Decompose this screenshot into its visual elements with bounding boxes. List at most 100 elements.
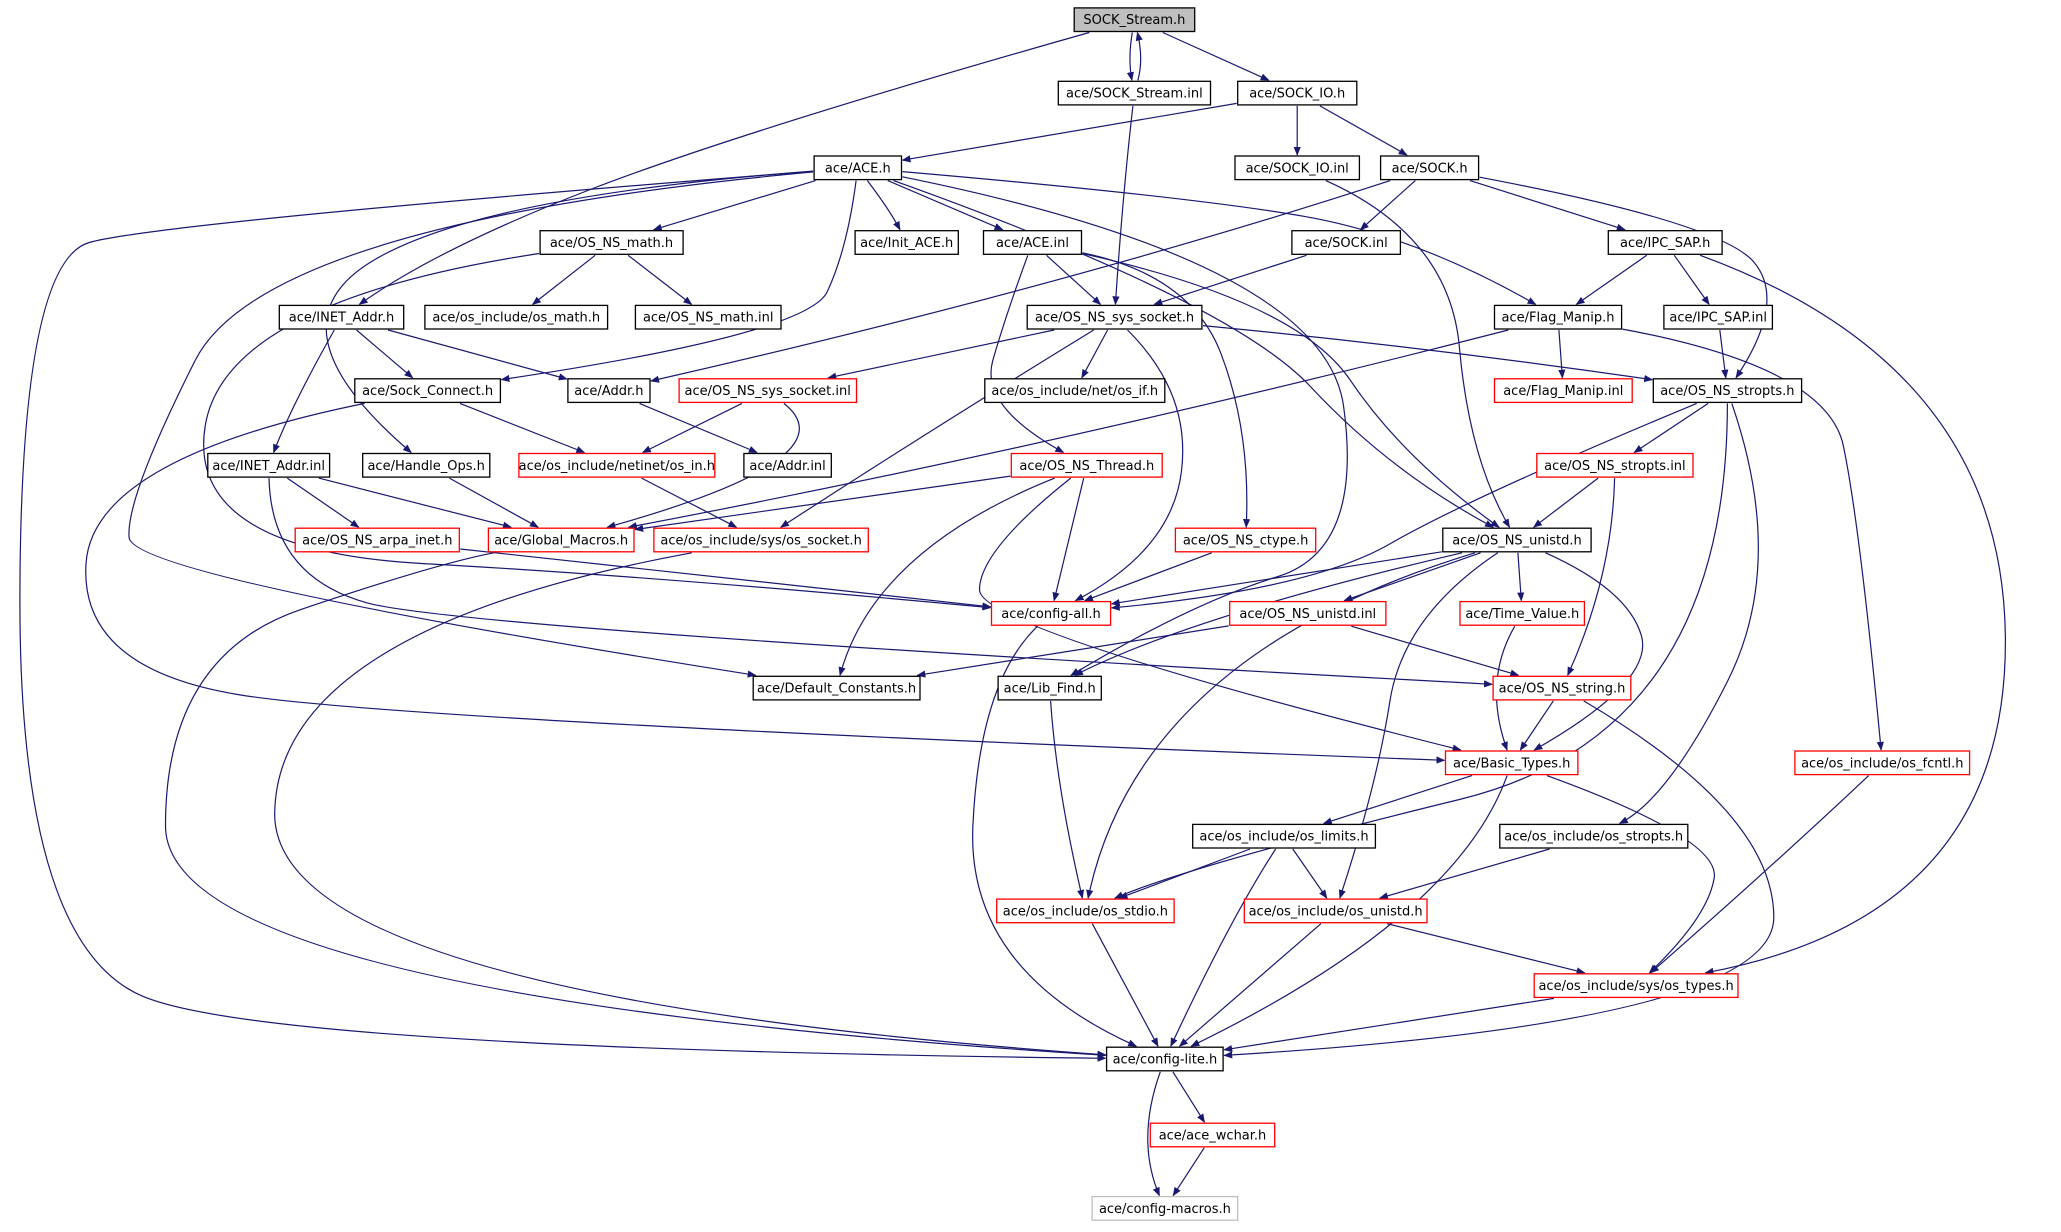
node-label: ace/Lib_Find.h <box>1004 682 1096 697</box>
node-ipc-sap-h[interactable]: ace/IPC_SAP.h <box>1607 230 1723 255</box>
node-label: ace/os_include/net/os_if.h <box>991 384 1158 399</box>
edge-os_ns_unistd_h-to-basic_types_h <box>1533 552 1644 751</box>
node-os-ns-arpa-inet-h[interactable]: ace/OS_NS_arpa_inet.h <box>294 527 460 553</box>
node-label: ace/Global_Macros.h <box>494 534 628 549</box>
edge-os_ns_math_h-to-os_ns_math_inl <box>627 254 693 305</box>
node-label: ace/os_include/os_math.h <box>432 311 600 326</box>
node-ace-wchar-h[interactable]: ace/ace_wchar.h <box>1149 1122 1276 1148</box>
node-init-ace-h[interactable]: ace/Init_ACE.h <box>854 230 959 255</box>
node-label: ace/OS_NS_unistd.h <box>1452 534 1582 549</box>
node-sock-io-h[interactable]: ace/SOCK_IO.h <box>1237 80 1358 106</box>
node-label: ace/SOCK_IO.inl <box>1246 161 1349 176</box>
node-global-macros-h[interactable]: ace/Global_Macros.h <box>487 527 635 553</box>
edge-os_ns_thread_h-to-default_constants_h <box>838 477 1055 677</box>
node-flag-manip-h[interactable]: ace/Flag_Manip.h <box>1493 304 1623 330</box>
edge-flag_manip_h-to-os_fcntl_h <box>1622 328 1884 751</box>
node-label: ace/IPC_SAP.inl <box>1669 311 1767 326</box>
node-label: ace/Addr.h <box>574 384 643 399</box>
node-os-ns-string-h[interactable]: ace/OS_NS_string.h <box>1492 675 1632 701</box>
node-box <box>1026 304 1203 330</box>
edge-os_ns_stropts_inl-to-os_ns_unistd_h <box>1532 477 1599 528</box>
node-basic-types-h[interactable]: ace/Basic_Types.h <box>1444 750 1579 776</box>
edge-os_ns_sys_socket_h-to-net_os_if_h <box>1081 329 1109 379</box>
node-config-all-h[interactable]: ace/config-all.h <box>990 600 1112 626</box>
edge-ace_h-to-config_lite_h <box>19 170 1107 1062</box>
node-ace-h[interactable]: ace/ACE.h <box>813 155 903 181</box>
node-label: ace/SOCK.inl <box>1305 236 1388 251</box>
node-label: ace/os_include/sys/os_types.h <box>1538 979 1733 994</box>
edge-sock_io_h-to-sock_h <box>1319 105 1408 156</box>
node-default-constants-h[interactable]: ace/Default_Constants.h <box>752 675 921 701</box>
node-sock-inl[interactable]: ace/SOCK.inl <box>1291 230 1402 255</box>
edge-inet_addr_h-to-sock_connect_h <box>356 329 414 379</box>
node-label: ace/os_include/os_limits.h <box>1199 830 1368 845</box>
edge-inet_addr_h-to-addr_h <box>387 329 568 381</box>
node-os-ns-stropts-h[interactable]: ace/OS_NS_stropts.h <box>1652 378 1803 404</box>
node-inet-addr-h[interactable]: ace/INET_Addr.h <box>278 304 405 330</box>
node-label: ace/Handle_Ops.h <box>367 459 484 474</box>
node-box <box>518 452 716 478</box>
node-os-fcntl-h[interactable]: ace/os_include/os_fcntl.h <box>1794 750 1971 776</box>
node-label: ace/os_include/os_unistd.h <box>1249 904 1423 919</box>
node-box <box>278 304 405 330</box>
node-config-lite-h[interactable]: ace/config-lite.h <box>1105 1046 1224 1072</box>
node-label: ace/Sock_Connect.h <box>362 384 493 399</box>
node-os-stdio-h[interactable]: ace/os_include/os_stdio.h <box>996 898 1175 924</box>
node-sock-stream-inl[interactable]: ace/SOCK_Stream.inl <box>1057 80 1212 106</box>
node-os-ns-sys-socket-inl[interactable]: ace/OS_NS_sys_socket.inl <box>678 378 858 404</box>
edge-os_ns_string_h-to-config_lite_h <box>1223 700 1775 1059</box>
node-addr-inl[interactable]: ace/Addr.inl <box>743 452 832 478</box>
edge-os_stropts_h-to-os_unistd_h <box>1378 848 1550 900</box>
node-os-stropts-h[interactable]: ace/os_include/os_stropts.h <box>1499 823 1689 849</box>
node-box <box>984 378 1166 404</box>
edge-os_ns_thread_h-to-global_macros_h <box>634 475 1011 532</box>
node-label: ace/os_include/os_fcntl.h <box>1801 756 1963 771</box>
node-netinet-os-in-h[interactable]: ace/os_include/netinet/os_in.h <box>518 452 716 478</box>
node-ipc-sap-inl[interactable]: ace/IPC_SAP.inl <box>1663 304 1774 330</box>
node-config-macros-h[interactable]: ace/config-macros.h <box>1091 1195 1239 1221</box>
node-os-unistd-h[interactable]: ace/os_include/os_unistd.h <box>1243 898 1428 924</box>
node-os-ns-ctype-h[interactable]: ace/OS_NS_ctype.h <box>1174 527 1317 553</box>
node-time-value-h[interactable]: ace/Time_Value.h <box>1459 600 1586 626</box>
node-box <box>634 304 782 330</box>
node-label: ace/Flag_Manip.h <box>1502 311 1615 326</box>
node-os-ns-sys-socket-h[interactable]: ace/OS_NS_sys_socket.h <box>1026 304 1203 330</box>
node-sock-stream-h[interactable]: SOCK_Stream.h <box>1073 7 1196 33</box>
node-inet-addr-inl[interactable]: ace/INET_Addr.inl <box>207 452 331 478</box>
edge-os_limits_h-to-os_unistd_h <box>1292 848 1328 899</box>
node-label: ace/IPC_SAP.h <box>1620 236 1710 251</box>
node-os-ns-unistd-h[interactable]: ace/OS_NS_unistd.h <box>1442 527 1592 553</box>
edge-os_stdio_h-to-config_lite_h <box>1091 923 1159 1047</box>
node-sys-os-socket-h[interactable]: ace/os_include/sys/os_socket.h <box>653 527 869 553</box>
node-box <box>1243 898 1428 924</box>
node-sys-os-types-h[interactable]: ace/os_include/sys/os_types.h <box>1533 973 1739 999</box>
edge-config_lite_h-to-config_macros_h <box>1147 1071 1161 1197</box>
node-os-ns-math-h[interactable]: ace/OS_NS_math.h <box>539 230 684 255</box>
node-os-ns-stropts-inl[interactable]: ace/OS_NS_stropts.inl <box>1536 452 1694 478</box>
node-flag-manip-inl[interactable]: ace/Flag_Manip.inl <box>1493 378 1633 404</box>
node-addr-h[interactable]: ace/Addr.h <box>567 378 651 404</box>
node-sock-h[interactable]: ace/SOCK.h <box>1379 155 1480 181</box>
edge-os_ns_unistd_h-to-os_stdio_h <box>1086 552 1476 899</box>
node-os-ns-math-inl[interactable]: ace/OS_NS_math.inl <box>634 304 782 330</box>
node-box <box>1442 527 1592 553</box>
node-label: ace/INET_Addr.h <box>289 311 394 326</box>
node-label: ace/OS_NS_sys_socket.inl <box>685 384 851 399</box>
node-os-ns-thread-h[interactable]: ace/OS_NS_Thread.h <box>1010 452 1163 478</box>
node-net-os-if-h[interactable]: ace/os_include/net/os_if.h <box>984 378 1166 404</box>
node-sock-connect-h[interactable]: ace/Sock_Connect.h <box>354 378 502 404</box>
node-ace-inl[interactable]: ace/ACE.inl <box>982 230 1083 255</box>
node-sock-io-inl[interactable]: ace/SOCK_IO.inl <box>1234 155 1361 181</box>
edge-ace_h-to-default_constants_h <box>128 171 814 678</box>
edge-flag_manip_h-to-flag_manip_inl <box>1558 329 1566 379</box>
node-os-limits-h[interactable]: ace/os_include/os_limits.h <box>1192 823 1377 849</box>
node-lib-find-h[interactable]: ace/Lib_Find.h <box>997 675 1102 701</box>
node-label: ace/SOCK_IO.h <box>1249 87 1345 102</box>
node-handle-ops-h[interactable]: ace/Handle_Ops.h <box>362 452 491 478</box>
node-os-ns-unistd-inl[interactable]: ace/OS_NS_unistd.inl <box>1229 600 1387 626</box>
node-os-math-h[interactable]: ace/os_include/os_math.h <box>424 304 609 330</box>
edge-addr_h-to-addr_inl <box>639 402 758 454</box>
node-box <box>1073 7 1196 33</box>
edge-sock_io_h-to-ace_h <box>901 102 1237 163</box>
edge-ace_h-to-lib_find_h <box>902 176 1348 676</box>
